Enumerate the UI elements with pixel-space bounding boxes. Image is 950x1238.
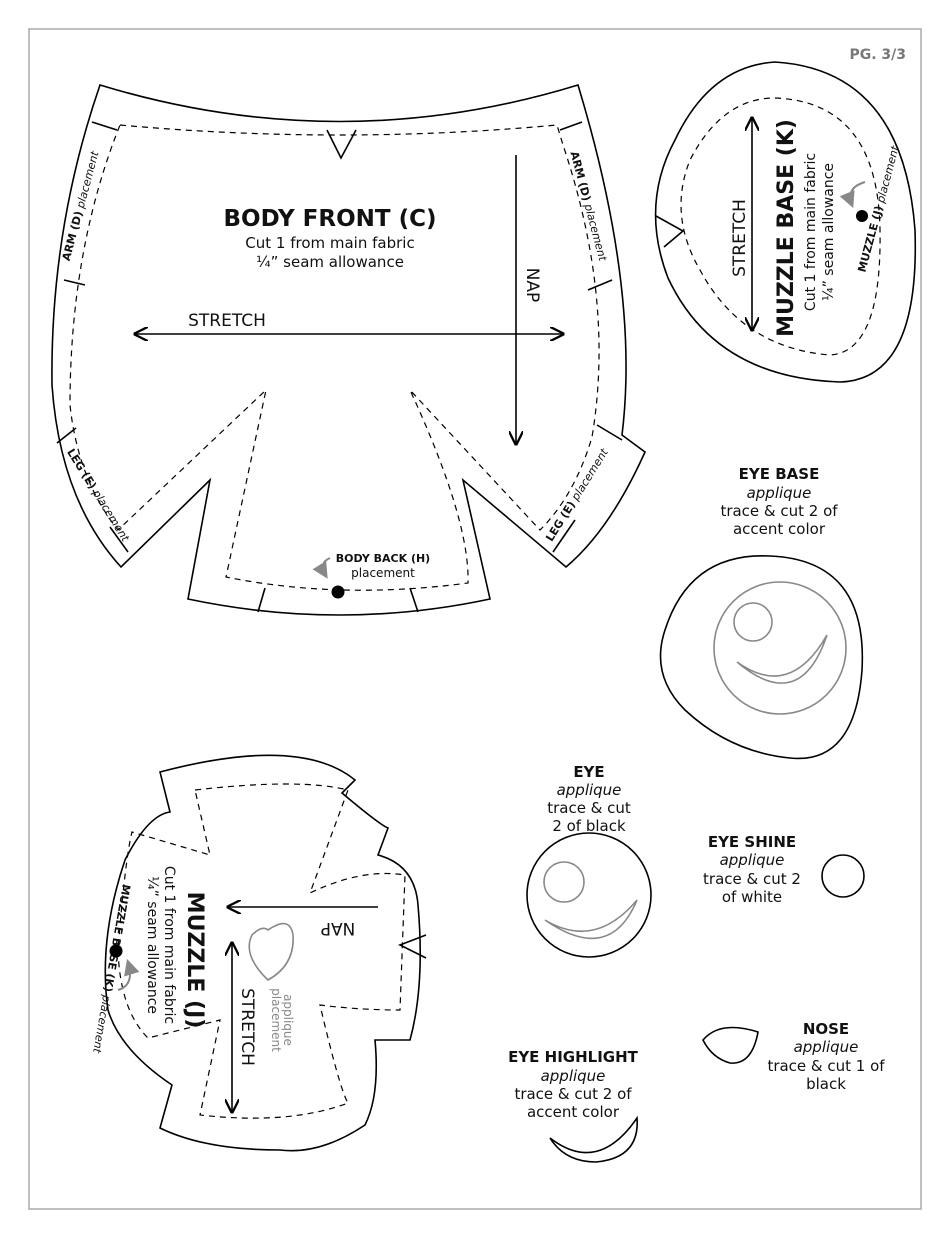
nose-type: applique — [794, 1038, 859, 1056]
page-border — [28, 28, 922, 1210]
leg-left-tick — [56, 427, 77, 444]
eye-highlight-title: EYE HIGHLIGHT — [508, 1048, 639, 1066]
leg-right-tick — [552, 519, 576, 553]
body-back-placement: placement — [351, 566, 415, 580]
applique-label: applique — [281, 994, 295, 1046]
muzzle-outline — [104, 754, 422, 1152]
muzzle-base-notch — [655, 215, 685, 248]
eye-type: applique — [557, 781, 622, 799]
stretch-label: STRETCH — [188, 311, 266, 331]
muzzle-stretch: STRETCH — [237, 988, 257, 1066]
nose-applique-outline — [248, 922, 294, 981]
eye-shine-title: EYE SHINE — [708, 833, 796, 851]
nap-label: NAP — [522, 268, 542, 303]
nose-outline — [702, 1026, 759, 1064]
body-back-dot-icon — [331, 585, 345, 599]
muzzle-base-dot-icon — [109, 944, 123, 958]
eye-shine-piece: EYE SHINE applique trace & cut 2 of whit… — [703, 833, 865, 906]
arm-right-tick — [587, 279, 613, 291]
eye-highlight-outline — [544, 899, 638, 940]
eye-highlight-type: applique — [541, 1067, 606, 1085]
eye-piece: EYE applique trace & cut 2 of black — [526, 763, 652, 958]
body-front-outline — [51, 83, 646, 616]
applique-placement-label: placement — [269, 988, 283, 1052]
eye-highlight-piece: EYE HIGHLIGHT applique trace & cut 2 of … — [508, 1048, 639, 1163]
leg-right-tick — [596, 424, 623, 441]
body-front-piece: BODY FRONT (C) Cut 1 from main fabric ¼”… — [51, 83, 646, 616]
body-front-cut: Cut 1 from main fabric — [245, 234, 414, 252]
nose-piece: NOSE applique trace & cut 1 of black — [702, 1020, 885, 1093]
body-front-seam-line — [69, 124, 600, 591]
muzzle-base-cut: Cut 1 from main fabric — [803, 153, 819, 311]
muzzle-base-seam: ¼” seam allowance — [821, 163, 837, 301]
eye-highlight-outline — [549, 1115, 638, 1163]
nose-line2: black — [806, 1075, 846, 1093]
muzzle-title: MUZZLE (J) — [182, 892, 207, 1029]
eye-shine-outline — [821, 854, 865, 898]
eye-base-line2: accent color — [733, 520, 826, 538]
arm-left-tick — [63, 279, 86, 286]
muzzle-j-placement: MUZZLE (J) placement — [855, 144, 901, 274]
leg-left-placement: LEG (E) placement — [64, 446, 132, 544]
muzzle-base-stretch: STRETCH — [730, 199, 750, 277]
arm-left-tick — [91, 121, 118, 131]
muzzle-base-seam-line — [680, 97, 881, 356]
eye-base-type: applique — [747, 484, 812, 502]
eye-line2: 2 of black — [552, 817, 626, 835]
arm-right-tick — [559, 121, 583, 131]
eye-highlight-line2: accent color — [527, 1103, 620, 1121]
eye-line1: trace & cut — [547, 799, 631, 817]
eye-outline — [526, 832, 652, 958]
muzzle-nap: NAP — [321, 918, 356, 938]
eye-title: EYE — [573, 763, 604, 781]
center-notch — [326, 129, 357, 160]
eye-base-line1: trace & cut 2 of — [720, 502, 838, 520]
eye-highlight-line1: trace & cut 2 of — [514, 1085, 632, 1103]
muzzle-base-pointer-icon — [117, 958, 140, 991]
eye-base-highlight-outline — [736, 634, 828, 684]
nose-title: NOSE — [803, 1020, 849, 1038]
eye-shine-outline — [543, 861, 585, 903]
muzzle-piece: STRETCH NAP MUZZLE (J) Cut 1 from main f… — [90, 754, 427, 1152]
muzzle-base-outline — [654, 61, 917, 383]
body-front-title: BODY FRONT (C) — [224, 206, 437, 232]
body-back-label: BODY BACK (H) — [336, 552, 430, 565]
eye-base-title: EYE BASE — [739, 465, 820, 483]
eye-base-outline — [659, 555, 864, 760]
body-front-seam: ¼” seam allowance — [256, 253, 404, 271]
arm-right-placement: ARM (D) placement — [568, 150, 610, 263]
body-back-pointer-icon — [312, 557, 331, 579]
muzzle-base-piece: STRETCH MUZZLE BASE (K) Cut 1 from main … — [654, 61, 917, 383]
muzzle-base-title: MUZZLE BASE (K) — [774, 119, 799, 337]
bottom-tick — [257, 587, 266, 613]
muzzle-cut: Cut 1 from main fabric — [161, 866, 177, 1024]
muzzle-j-pointer-icon — [839, 181, 866, 208]
eye-base-iris-outline — [713, 581, 847, 715]
eye-shine-type: applique — [720, 851, 785, 869]
muzzle-j-dot-icon — [856, 210, 868, 222]
eye-shine-line2: of white — [722, 888, 782, 906]
muzzle-notch — [398, 934, 427, 959]
bottom-tick — [409, 587, 419, 613]
arm-left-placement: ARM (D) placement — [60, 149, 102, 262]
muzzle-seam: ¼” seam allowance — [144, 876, 160, 1014]
page-number: PG. 3/3 — [849, 47, 906, 63]
eye-shine-line1: trace & cut 2 — [703, 870, 801, 888]
leg-left-tick — [109, 526, 129, 553]
eye-base-shine-outline — [733, 602, 773, 642]
nose-line1: trace & cut 1 of — [767, 1057, 885, 1075]
eye-base-piece: EYE BASE applique trace & cut 2 of accen… — [659, 465, 864, 760]
